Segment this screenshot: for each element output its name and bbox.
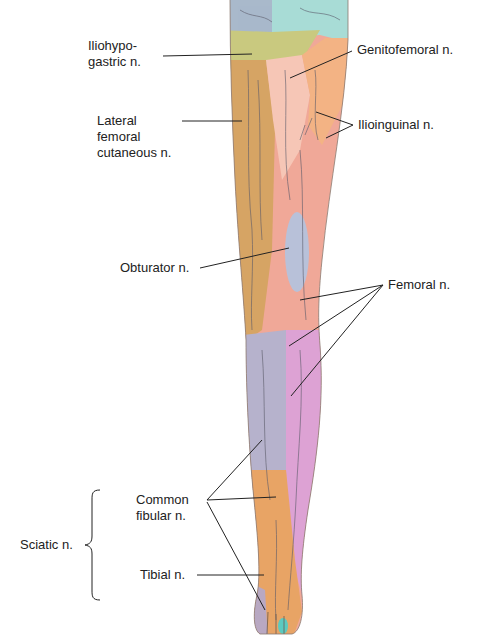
nerve-label: Genitofemoral n.: [357, 42, 487, 58]
nerve-label: Sciatic n.: [20, 537, 84, 553]
skin-regions: [220, 0, 360, 635]
leg-outline: [230, 0, 348, 634]
nerve-label: Obturator n.: [120, 260, 220, 276]
sciatic-bracket: [85, 490, 100, 600]
nerve-label: Lateral femoral cutaneous n.: [97, 113, 179, 161]
nerve-label: Iliohypo- gastric n.: [88, 38, 160, 70]
nerve-label: Femoral n.: [388, 277, 488, 293]
nerve-label: Ilioinguinal n.: [358, 117, 478, 133]
nerve-label: Common fibular n.: [136, 492, 206, 524]
leader-lines: [163, 51, 383, 610]
nerve-label: Tibial n.: [140, 567, 210, 583]
